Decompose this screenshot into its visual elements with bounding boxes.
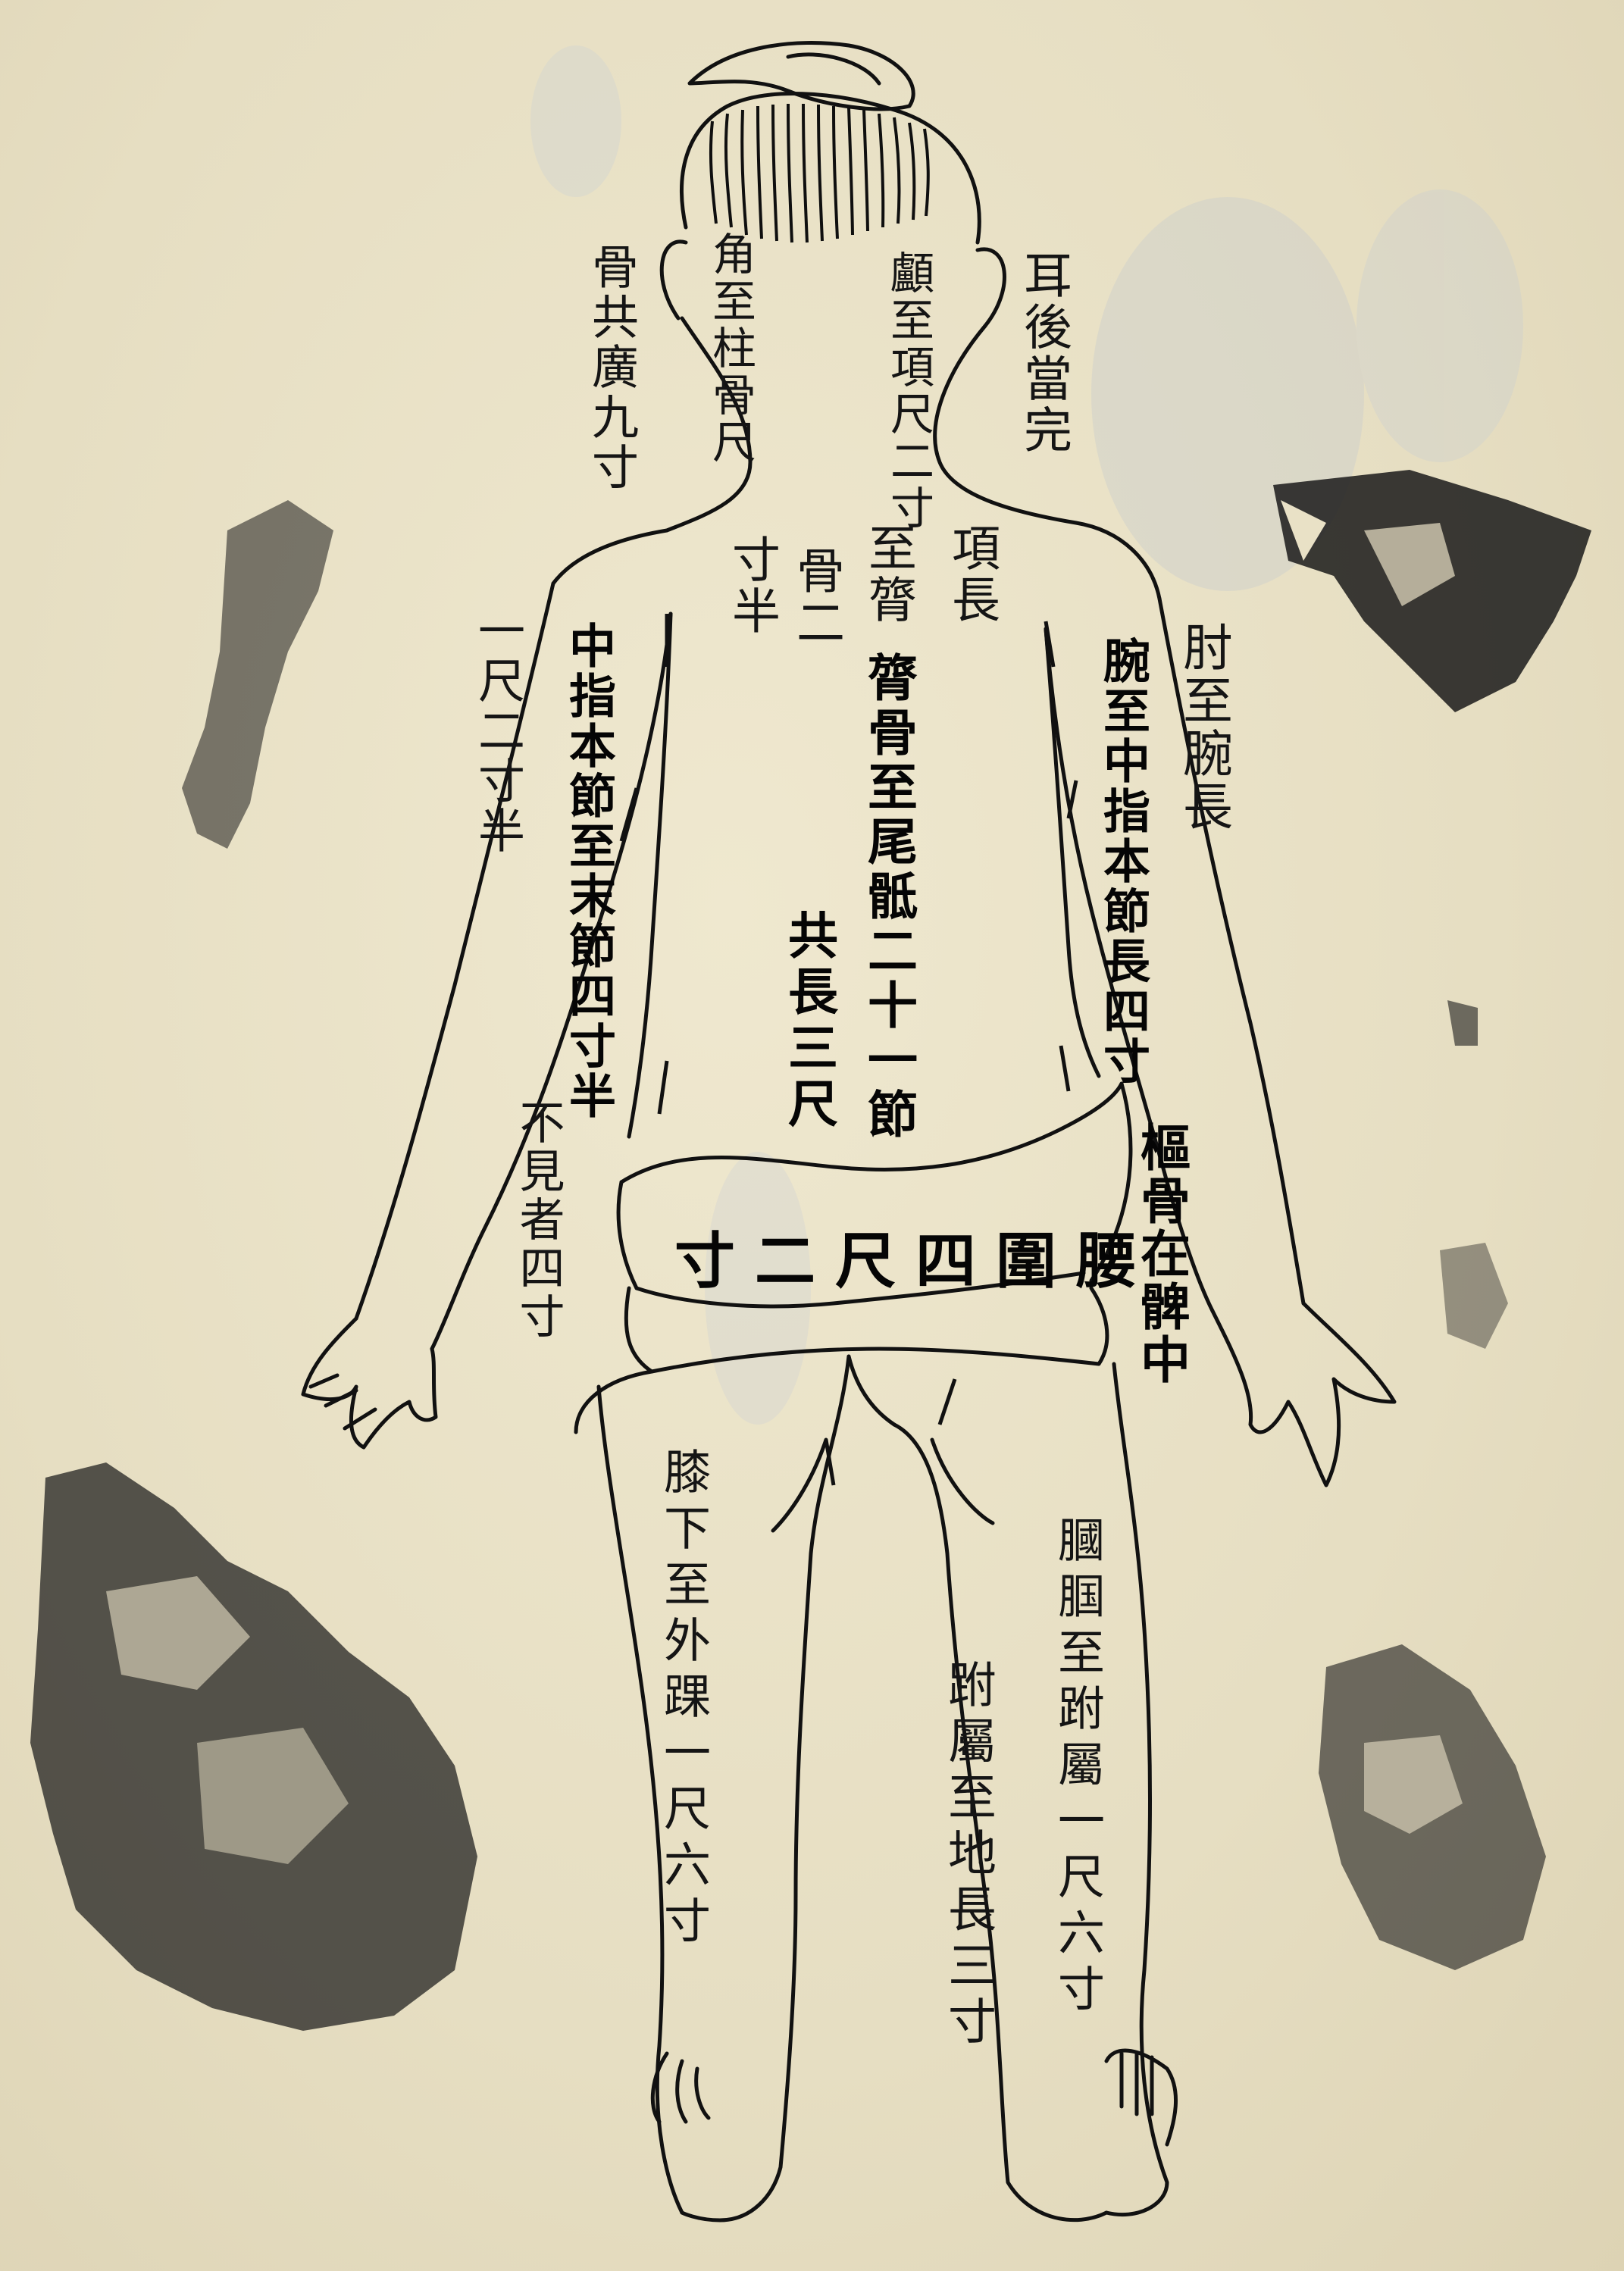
- label-nape-length: 項長: [947, 523, 996, 626]
- label-skull-to-nape: 顱至項尺二寸: [887, 250, 931, 532]
- label-spine-to-coccyx: 膂骨至尾骶二十一節: [864, 652, 914, 1143]
- label-behind-ear-bone: 耳後當完: [1019, 250, 1068, 456]
- label-popliteal-to-ankle: 膕腘至跗屬一尺六寸: [1053, 1516, 1100, 2020]
- label-wrist-to-finger: 腕至中指本節長四寸: [1099, 637, 1146, 1087]
- label-knee-to-ankle: 膝下至外踝一尺六寸: [659, 1447, 706, 1952]
- label-total-length: 共長三尺: [784, 909, 834, 1134]
- label-elbow-to-wrist: 肘至腕長: [1178, 621, 1228, 834]
- label-middle-finger: 中指本節至末節四寸半: [565, 621, 612, 1121]
- label-head-to-spine: 角至柱骨尺: [709, 231, 753, 466]
- label-waist-circumference: 腰圍四尺二寸: [674, 1212, 1156, 1300]
- label-hip-bone: 樞骨在髀中: [1137, 1121, 1187, 1387]
- hair-strands: [711, 104, 928, 242]
- label-one-chi-two-cun: 一尺二寸半: [474, 606, 521, 856]
- label-ankle-to-ground: 跗屬至地長三寸: [943, 1659, 992, 2052]
- label-cun-half: 寸半: [728, 534, 776, 637]
- label-not-visible: 不見者四寸: [515, 1099, 561, 1341]
- label-ear-bone-width: 骨共廣九寸: [587, 242, 634, 493]
- label-two-cun-half: 骨二: [792, 546, 840, 649]
- label-to-shoulder: 至膂: [864, 523, 912, 626]
